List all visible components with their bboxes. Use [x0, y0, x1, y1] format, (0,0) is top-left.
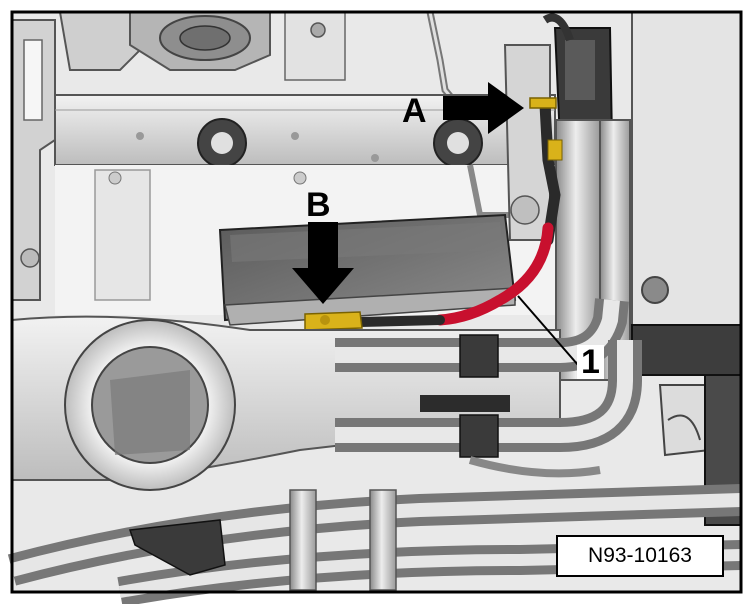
bottom-clip: [128, 519, 226, 576]
lower-right-connector: [658, 384, 712, 457]
reference-number-box: N93-10163: [556, 535, 724, 577]
arrow-right-icon: [443, 82, 524, 134]
terminal-a: [529, 97, 557, 109]
callout-label-b: B: [306, 186, 331, 224]
arrow-down-icon: [292, 222, 354, 304]
leader-line-1: [517, 295, 579, 366]
figure-frame: [10, 10, 743, 594]
terminal-b: [304, 311, 363, 331]
callout-label-1: 1: [577, 345, 604, 379]
ground-cable-red: [434, 222, 554, 326]
ground-cable-black: [539, 99, 561, 246]
reference-number: N93-10163: [588, 544, 692, 567]
callout-label-a: A: [402, 92, 427, 130]
